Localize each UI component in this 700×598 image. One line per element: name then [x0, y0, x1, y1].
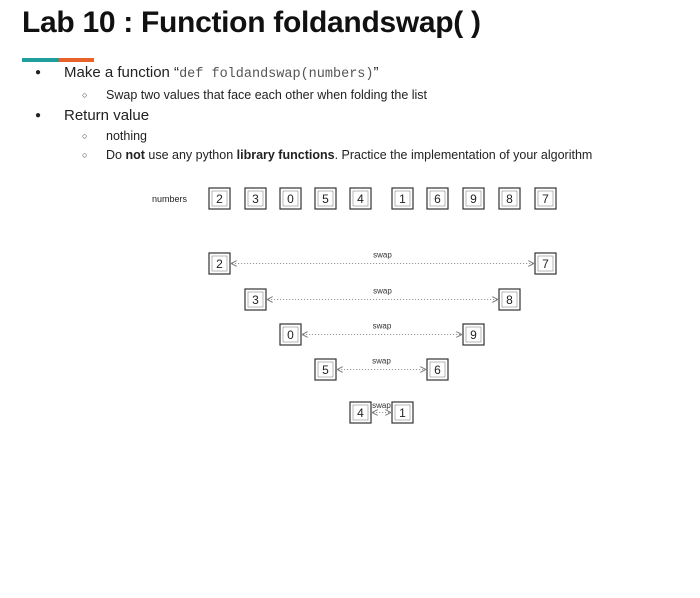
list-box-5: 1 [391, 187, 414, 210]
pair-2-left-box-value: 0 [287, 328, 294, 342]
list-box-8: 8 [498, 187, 521, 210]
pair-3-left-box: 5 [314, 358, 337, 381]
sub-bullet-swap-description: Swap two values that face each other whe… [64, 86, 690, 105]
pair-1-right-box-value: 8 [506, 293, 513, 307]
pair-4-left-box-value: 4 [357, 406, 364, 420]
pair-0-right-box-value: 7 [542, 257, 549, 271]
list-box-9-value: 7 [542, 192, 549, 206]
bullet-list: Make a function “def foldandswap(numbers… [30, 62, 690, 165]
pair-3-left-box-value: 5 [322, 363, 329, 377]
no-library-text-3: . Practice the implementation of your al… [334, 148, 593, 162]
swap-pairs: 2 7 swap 3 8 swap 0 9 swap 5 6 swap 4 1 swap [208, 251, 557, 424]
list-box-4-value: 4 [357, 192, 364, 206]
sub-bullet-no-library: Do not use any python library functions.… [64, 146, 690, 165]
no-library-text-2: use any python [144, 148, 237, 162]
bullet-make-function-prefix: Make a function “ [64, 64, 180, 81]
bullet-make-function: Make a function “def foldandswap(numbers… [30, 62, 690, 105]
pair-0-swap-label: swap [373, 251, 392, 260]
list-box-8-value: 8 [506, 192, 513, 206]
pair-1-left-box: 3 [244, 288, 267, 311]
no-library-bold-not: not [125, 148, 145, 162]
pair-0-left-box: 2 [208, 252, 231, 275]
pair-2-left-box: 0 [279, 323, 302, 346]
list-box-7-value: 9 [470, 192, 477, 206]
sub-list-return-value: nothing Do not use any python library fu… [64, 127, 690, 165]
pair-4-swap-label: swap [372, 401, 391, 410]
pair-1-right-box: 8 [498, 288, 521, 311]
list-box-3-value: 5 [322, 192, 329, 206]
list-box-2: 0 [279, 187, 302, 210]
title-accent-teal [22, 58, 59, 62]
function-signature-code: def foldandswap(numbers) [179, 67, 374, 82]
pair-0-right-box: 7 [534, 252, 557, 275]
pair-3-swap-label: swap [372, 357, 391, 366]
list-box-6-value: 6 [434, 192, 441, 206]
numbers-list-row: 2 3 0 5 4 1 6 9 8 7 [208, 187, 557, 210]
list-box-2-value: 0 [287, 192, 294, 206]
sub-list-make-function: Swap two values that face each other whe… [64, 86, 690, 105]
pair-4-right-box-value: 1 [399, 406, 406, 420]
no-library-text-1: Do [106, 148, 126, 162]
no-library-bold-library: library functions [236, 148, 335, 162]
bullet-return-value-text: Return value [64, 107, 150, 124]
pair-4-left-box: 4 [349, 401, 372, 424]
list-box-3: 5 [314, 187, 337, 210]
list-box-9: 7 [534, 187, 557, 210]
swap-pair-1: 3 8 swap [244, 287, 521, 311]
sub-bullet-nothing: nothing [64, 127, 690, 146]
pair-2-right-box-value: 9 [470, 328, 477, 342]
bullet-return-value: Return value nothing Do not use any pyth… [30, 105, 690, 165]
pair-4-right-box: 1 [391, 401, 414, 424]
numbers-label: numbers [152, 194, 188, 204]
pair-3-right-box-value: 6 [434, 363, 441, 377]
list-box-1-value: 3 [252, 192, 259, 206]
list-box-4: 4 [349, 187, 372, 210]
title-accent-orange [59, 58, 94, 62]
swap-pair-2: 0 9 swap [279, 322, 485, 346]
swap-pair-4: 4 1 swap [349, 401, 414, 424]
slide-title: Lab 10 : Function foldandswap( ) [22, 6, 481, 39]
list-box-6: 6 [426, 187, 449, 210]
list-box-0-value: 2 [216, 192, 223, 206]
list-box-7: 9 [462, 187, 485, 210]
list-box-0: 2 [208, 187, 231, 210]
pair-2-swap-label: swap [373, 322, 392, 331]
pair-1-swap-label: swap [373, 287, 392, 296]
pair-3-right-box: 6 [426, 358, 449, 381]
pair-2-right-box: 9 [462, 323, 485, 346]
pair-0-left-box-value: 2 [216, 257, 223, 271]
bullet-make-function-suffix: ” [373, 64, 379, 81]
list-box-1: 3 [244, 187, 267, 210]
swap-pair-0: 2 7 swap [208, 251, 557, 275]
swap-pair-3: 5 6 swap [314, 357, 449, 381]
list-box-5-value: 1 [399, 192, 406, 206]
pair-1-left-box-value: 3 [252, 293, 259, 307]
